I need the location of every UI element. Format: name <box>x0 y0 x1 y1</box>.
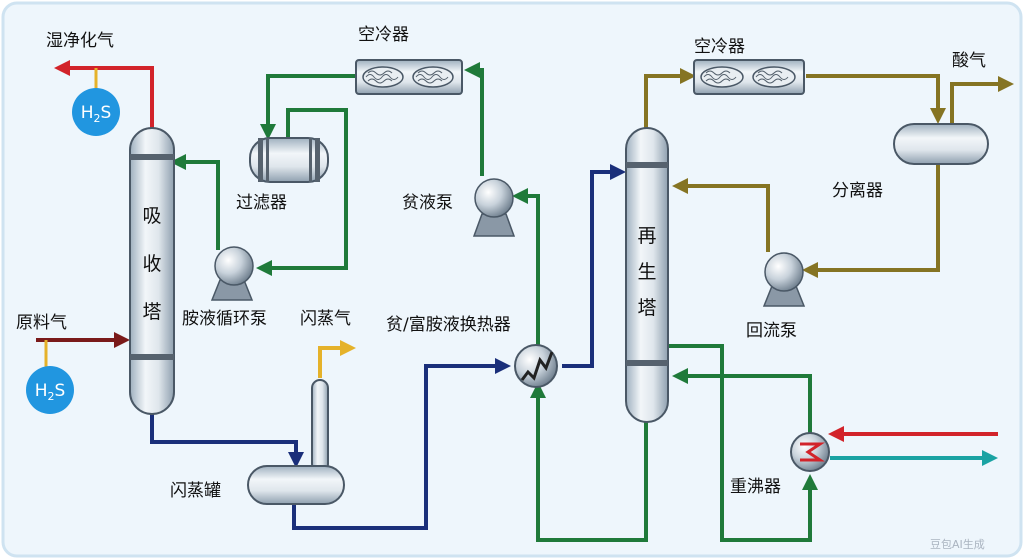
label-flash-gas: 闪蒸气 <box>300 309 351 329</box>
label-air-cooler-1: 空冷器 <box>358 25 409 45</box>
h2s-badge-top: H2S <box>72 88 120 136</box>
label-amine-circulation-pump: 胺液循环泵 <box>182 309 267 329</box>
label-regenerator-2: 生 <box>637 261 656 283</box>
pipe-wet-purified-gas <box>54 60 154 128</box>
label-regenerator-1: 再 <box>637 225 656 247</box>
label-reboiler: 重沸器 <box>730 477 781 497</box>
pipe-cooler-to-filter <box>260 74 356 140</box>
regenerator-tower <box>625 127 669 423</box>
filter-vessel <box>249 137 329 183</box>
pipe-lean-pump-to-cooler <box>464 62 484 176</box>
pipe-rich-amine-to-flash <box>150 414 304 468</box>
pipe-lean-to-exchanger <box>530 382 648 542</box>
label-absorber-2: 收 <box>142 253 161 275</box>
h2s-badge-bottom: H2S <box>26 366 74 414</box>
label-reflux-pump: 回流泵 <box>746 321 797 341</box>
watermark: 豆包AI生成 <box>930 537 985 551</box>
pipe-flash-gas <box>318 340 356 378</box>
reflux-pump <box>762 252 806 307</box>
pipe-cooler-to-separator <box>806 74 946 124</box>
label-separator: 分离器 <box>832 181 883 201</box>
label-air-cooler-2: 空冷器 <box>694 37 745 57</box>
pipe-reflux-to-regenerator <box>672 178 770 252</box>
pipe-exchanger-to-lean-pump <box>512 188 540 346</box>
svg-text:H2S: H2S <box>35 381 66 403</box>
pipe-reboiler-return <box>672 368 812 436</box>
air-cooler-2 <box>693 59 805 95</box>
label-heat-exchanger: 贫/富胺液换热器 <box>386 315 511 335</box>
label-lean-pump: 贫液泵 <box>402 193 453 213</box>
label-acid-gas: 酸气 <box>952 51 986 71</box>
label-flash-tank: 闪蒸罐 <box>170 481 221 501</box>
pipe-flash-to-exchanger <box>292 358 511 530</box>
pipe-separator-to-reflux-pump <box>802 164 940 278</box>
lean-pump <box>472 178 516 237</box>
label-absorber-1: 吸 <box>142 205 161 227</box>
pipe-exchanger-to-regenerator <box>562 164 626 368</box>
pipe-circ-pump-to-absorber <box>170 154 220 250</box>
svg-text:H2S: H2S <box>81 103 112 125</box>
pipe-regenerator-overhead <box>644 68 696 132</box>
label-raw-gas: 原料气 <box>16 313 67 333</box>
separator-vessel <box>893 123 989 165</box>
label-wet-purified-gas: 湿净化气 <box>46 31 114 51</box>
air-cooler-1 <box>355 59 463 95</box>
reboiler <box>790 432 830 472</box>
label-filter: 过滤器 <box>236 193 287 213</box>
pipe-acid-gas <box>950 76 1014 126</box>
heat-exchanger <box>514 344 558 388</box>
flash-tank <box>247 379 345 505</box>
label-absorber-3: 塔 <box>142 301 161 323</box>
label-regenerator-3: 塔 <box>637 297 656 319</box>
absorber-tower <box>129 127 175 415</box>
pipe-filter-to-circ-pump <box>256 108 348 276</box>
amine-circulation-pump <box>210 246 254 301</box>
pipe-regenerator-to-reboiler <box>668 344 818 542</box>
